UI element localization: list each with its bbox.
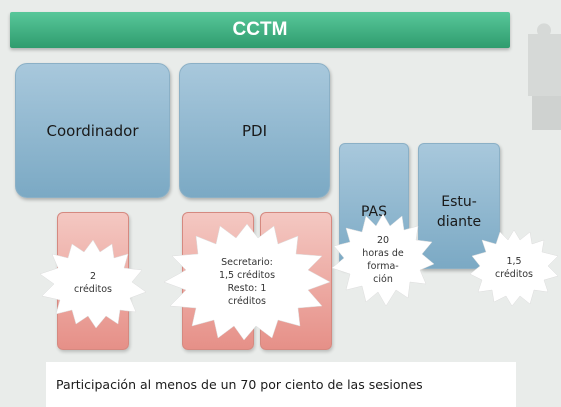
pdi-box: PDI	[179, 63, 330, 198]
pas-hours-line1: 20	[376, 235, 390, 246]
coordinador-credits-line2: créditos	[74, 284, 112, 295]
pdi-credits-line2: 1,5 créditos	[218, 270, 276, 281]
pas-label: PAS	[360, 204, 387, 220]
pdi-credits-line1: Secretario:	[221, 257, 273, 268]
estudiante-credits-line1: 1,5	[506, 256, 522, 267]
participation-text: Participación al menos de un 70 por cien…	[56, 377, 423, 392]
coordinador-box: Coordinador	[15, 63, 170, 198]
estudiante-label-line1: Estu-	[441, 194, 477, 210]
pdi-credits-burst: Secretario: 1,5 créditos Resto: 1 crédit…	[162, 222, 332, 342]
coordinador-label: Coordinador	[46, 121, 139, 140]
coordinador-credits-line1: 2	[89, 271, 97, 282]
pas-hours-burst: 20 horas de forma- ción	[330, 212, 436, 308]
pdi-label: PDI	[241, 121, 268, 140]
pas-hours-line4: ción	[373, 274, 393, 285]
estudiante-credits-burst: 1,5 créditos	[468, 228, 560, 308]
starburst-shape	[163, 223, 331, 341]
estudiante-label-line2: diante	[436, 214, 482, 230]
estudiante-credits-line2: créditos	[495, 269, 533, 280]
starburst-shape	[469, 229, 559, 307]
pas-hours-line2: horas de	[362, 248, 404, 259]
coordinador-credits-burst: 2 créditos	[38, 238, 148, 329]
participation-note: Participación al menos de un 70 por cien…	[46, 362, 516, 407]
title-banner: CCTM	[10, 12, 510, 48]
title-text: CCTM	[232, 19, 288, 40]
puzzle-decoration	[528, 23, 561, 130]
pas-hours-line3: forma-	[367, 261, 399, 272]
starburst-shape	[331, 213, 435, 307]
pdi-credits-line3: Resto: 1	[227, 283, 267, 294]
pdi-credits-line4: créditos	[228, 296, 266, 307]
